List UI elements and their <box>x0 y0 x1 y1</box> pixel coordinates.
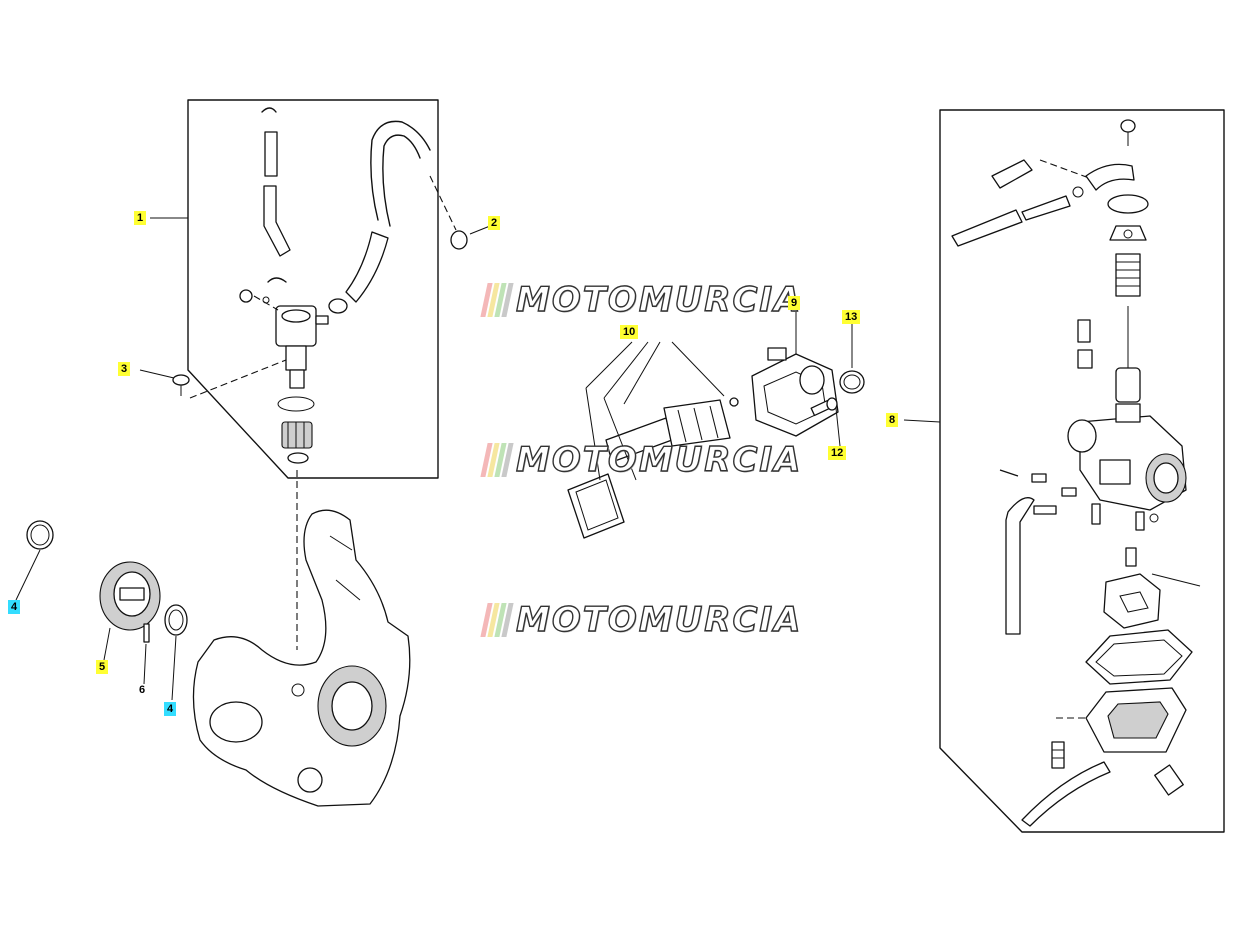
watermark-text: MOTOMURCIA <box>515 599 803 640</box>
carburetor-float-and-bowl <box>1021 573 1201 827</box>
oil-pump-gear <box>277 396 315 464</box>
callout-4-left: 4 <box>8 600 21 614</box>
callout-4-right: 4 <box>164 702 177 716</box>
reed-valve-assembly <box>567 341 739 539</box>
pin-part-6 <box>143 623 150 685</box>
watermark-text: MOTOMURCIA <box>515 279 803 320</box>
callout-3: 3 <box>118 362 131 376</box>
clip-part-4-right <box>164 604 188 701</box>
oil-pump-body <box>239 277 329 389</box>
callout-5: 5 <box>96 660 109 674</box>
callout-1: 1 <box>134 211 147 225</box>
watermark-middle: MOTOMURCIA <box>480 439 803 481</box>
carburetor-body <box>999 403 1187 635</box>
oil-pump-hoses <box>261 107 431 314</box>
callout-6: 6 <box>139 684 146 696</box>
carburetor-top <box>951 119 1149 247</box>
callout-8: 8 <box>886 413 899 427</box>
watermark-top: MOTOMURCIA <box>480 279 803 321</box>
callout-13: 13 <box>842 310 861 324</box>
watermark-bottom: MOTOMURCIA <box>480 599 803 641</box>
clip-part-2 <box>429 175 491 250</box>
watermark-text: MOTOMURCIA <box>515 439 803 480</box>
screw-part-3 <box>139 359 287 399</box>
clip-part-4-left <box>15 520 54 601</box>
pulley-part-5 <box>99 561 161 661</box>
callout-12: 12 <box>828 446 847 460</box>
callout-2: 2 <box>488 216 501 230</box>
callout-10: 10 <box>620 325 639 339</box>
crankcase <box>192 470 411 807</box>
carburetor-slide <box>1077 253 1141 403</box>
oil-pump-group-frame <box>150 99 439 479</box>
callout-9: 9 <box>788 296 801 310</box>
hose-clamp-part-13 <box>839 324 865 394</box>
screw-part-12 <box>810 397 841 447</box>
carburetor-group-frame <box>903 109 1225 833</box>
intake-manifold-part-9 <box>751 312 839 437</box>
